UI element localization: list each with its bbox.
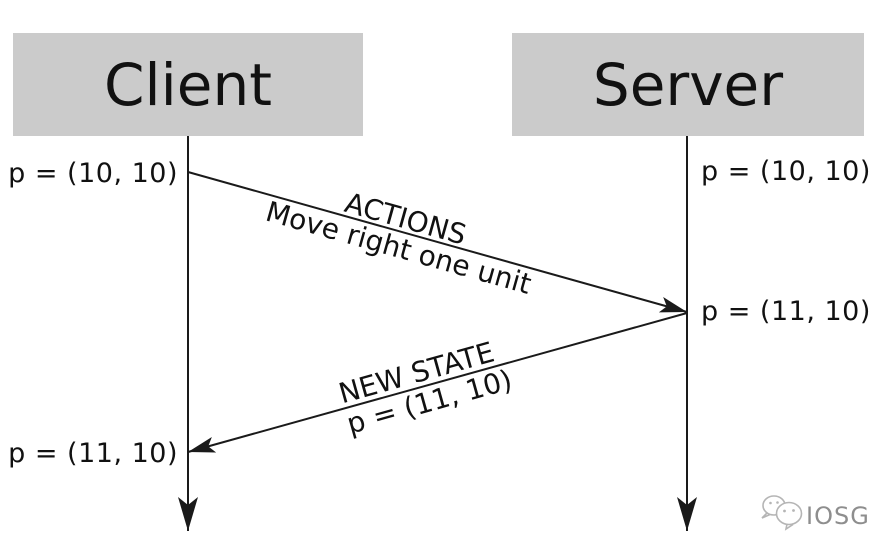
state-label-client-updated: p = (11, 10) [8, 438, 178, 469]
state-label-server-updated: p = (11, 10) [701, 296, 871, 327]
state-label-client-initial: p = (10, 10) [8, 158, 178, 189]
state-label-server-initial: p = (10, 10) [701, 156, 871, 187]
message-arrow-new-state [187, 312, 688, 453]
message-arrow-actions [187, 171, 688, 313]
server-actor-box [512, 33, 864, 136]
watermark: IOSG [761, 495, 870, 531]
client-actor-box [13, 33, 363, 136]
wechat-chat-bubbles-icon [761, 495, 803, 531]
server-actor-label: Server [593, 51, 783, 119]
watermark-text: IOSG [806, 502, 870, 530]
client-actor-label: Client [104, 51, 272, 119]
